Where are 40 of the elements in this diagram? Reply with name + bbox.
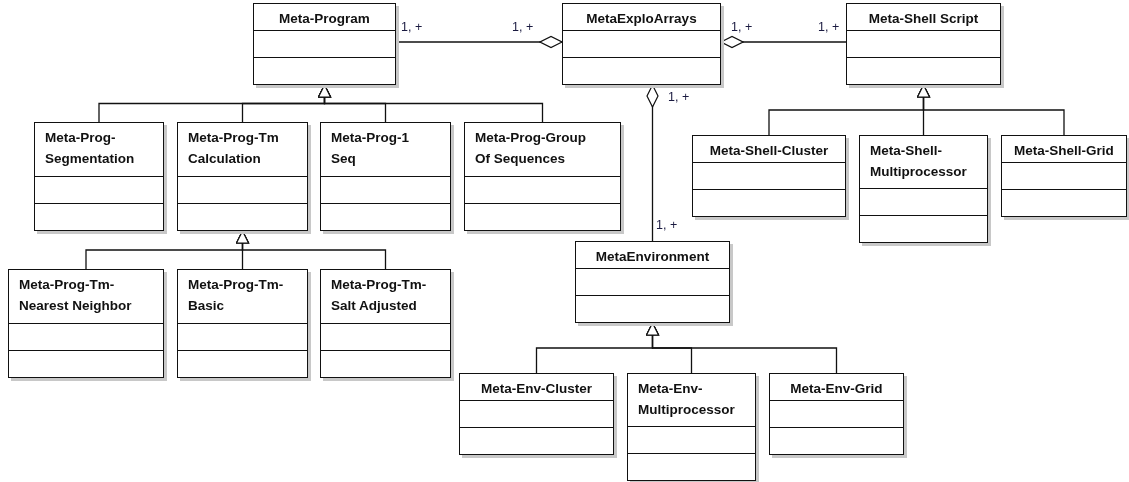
multiplicity-label: 1, + xyxy=(401,20,423,34)
class-box xyxy=(253,3,396,85)
class-name: Meta-Shell Script xyxy=(868,10,979,28)
class-box xyxy=(769,373,904,455)
multiplicity-label: 1, + xyxy=(818,20,840,34)
multiplicity-label: 1, + xyxy=(668,90,690,104)
class-box xyxy=(320,269,451,378)
class-box xyxy=(575,241,730,323)
class-box xyxy=(464,122,621,231)
class-box xyxy=(459,373,614,455)
class-box xyxy=(320,122,451,231)
class-name: Meta-Shell- Multiprocessor xyxy=(870,142,968,181)
class-box xyxy=(177,122,308,231)
multiplicity-label: 1, + xyxy=(656,218,678,232)
class-box xyxy=(846,3,1001,85)
class-name: Meta-Prog-1 Seq xyxy=(331,129,410,168)
class-box xyxy=(34,122,164,231)
class-name: Meta-Env-Cluster xyxy=(481,380,592,398)
multiplicity-label: 1, + xyxy=(731,20,753,34)
class-name: Meta-Program xyxy=(279,10,370,28)
class-name: Meta-Prog- Segmentation xyxy=(45,129,136,168)
class-name: Meta-Shell-Grid xyxy=(1014,142,1114,160)
class-box xyxy=(177,269,308,378)
class-name: MetaEnvironment xyxy=(595,248,710,266)
class-name: Meta-Prog-Tm Calculation xyxy=(188,129,280,168)
class-name: Meta-Prog-Tm- Basic xyxy=(188,276,285,315)
class-box xyxy=(859,135,988,243)
class-name: Meta-Env-Grid xyxy=(790,380,883,398)
class-name: Meta-Prog-Tm- Salt Adjusted xyxy=(331,276,428,315)
class-box xyxy=(692,135,846,217)
class-name: MetaExploArrays xyxy=(586,10,697,28)
class-box xyxy=(8,269,164,378)
class-name: Meta-Prog-Tm- Nearest Neighbor xyxy=(19,276,133,315)
class-name: Meta-Shell-Cluster xyxy=(709,142,829,160)
class-name: Meta-Env- Multiprocessor xyxy=(638,380,736,419)
class-box xyxy=(1001,135,1127,217)
class-name: Meta-Prog-Group Of Sequences xyxy=(475,129,587,168)
multiplicity-label: 1, + xyxy=(512,20,534,34)
class-box xyxy=(562,3,721,85)
class-box xyxy=(627,373,756,481)
